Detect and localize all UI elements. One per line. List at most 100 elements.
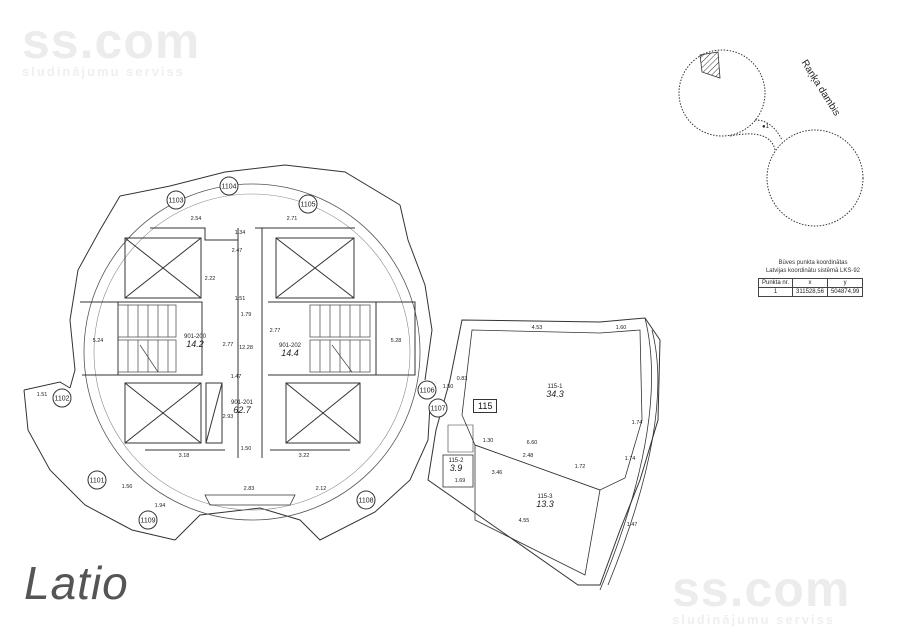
dimension-label: 1.47 (627, 522, 638, 528)
dimension-label: 1.56 (122, 484, 133, 490)
dimension-label: 1.47 (231, 374, 242, 380)
unit-label-1106: 1106 (419, 388, 434, 395)
room-115-2 (442, 454, 474, 488)
room-area: 14.2 (186, 339, 204, 349)
room-code: 115-2 (449, 458, 465, 464)
room-area: 34.3 (546, 389, 564, 399)
elevator-bottom-right (285, 382, 361, 444)
header-x: x (792, 278, 828, 288)
room-code: 901-200 (184, 334, 207, 340)
dimension-label: 1.79 (241, 312, 252, 318)
unit-circle-1105 (298, 194, 318, 214)
dimension-label: 1.30 (483, 438, 494, 444)
dimension-label: 1.34 (235, 230, 246, 236)
ring-wall-inner (93, 193, 411, 511)
unit-circle-1104 (219, 176, 239, 196)
watermark-logo-top-left: ss.com (22, 13, 201, 69)
coordinates-title: Būves punkta koordinātas (778, 260, 848, 266)
cell-point: 1 (757, 287, 794, 297)
dimension-label: 2.77 (223, 342, 234, 348)
room-code: 115-3 (538, 494, 554, 500)
coordinates-header-row: Punkta nr. x y (757, 278, 864, 288)
unit-label-1109: 1109 (140, 518, 155, 525)
unit-label-1105: 1105 (300, 202, 315, 209)
dimension-label: 3.18 (179, 453, 190, 459)
building-hatch (699, 51, 721, 79)
unit-circle-1106 (417, 380, 437, 400)
unit-label-1104: 1104 (221, 184, 236, 191)
dimension-label: 1.51 (235, 296, 246, 302)
ring-wall (83, 183, 421, 521)
dimension-label: 1.69 (455, 478, 466, 484)
room-code: 901-201 (231, 400, 254, 406)
dimension-label: 1.50 (241, 446, 252, 452)
unit-label-1102: 1102 (54, 396, 69, 403)
dimension-label: 2.12 (316, 486, 327, 492)
point-label: ●1 (762, 124, 769, 130)
elevator-top-right (275, 237, 355, 299)
room-right (268, 301, 416, 376)
cell-y: 504874,99 (826, 287, 864, 297)
room-code: 115-1 (548, 384, 564, 390)
room-left (80, 301, 203, 376)
dimension-label: 1.60 (616, 325, 627, 331)
dimension-label: 1.50 (443, 384, 454, 390)
unit-circle-1109 (138, 510, 158, 530)
coordinates-table: Punkta nr. x y 1 311528,56 504874,99 (757, 278, 864, 297)
header-point: Punkta nr. (757, 278, 794, 288)
room-area: 3.9 (450, 463, 463, 473)
unit-circle-1103 (166, 190, 186, 210)
dimension-label: 5.24 (93, 338, 104, 344)
dimension-label: 4.53 (532, 325, 543, 331)
watermark-logo-bottom-right: ss.com (672, 561, 851, 617)
coordinates-subtitle: Latvijas koordinātu sistēmā LKS-92 (765, 268, 861, 274)
room-115-3 (474, 444, 601, 576)
watermark-tagline-top-left: sludinājumu serviss (22, 64, 185, 79)
wing-115-outline (427, 317, 661, 586)
room-area: 62.7 (233, 405, 252, 415)
unit-label-1101: 1101 (89, 478, 104, 485)
dimension-label: 2.47 (232, 248, 243, 254)
dimension-label: 2.48 (523, 453, 534, 459)
unit-label-1107: 1107 (430, 406, 445, 413)
unit-circle-1101 (87, 470, 107, 490)
location-circle-right (766, 129, 864, 227)
room-area: 14.4 (281, 348, 299, 358)
dimension-label: 6.60 (527, 440, 538, 446)
header-y: y (826, 278, 864, 288)
watermark-tagline-bottom-right: sludinājumu serviss (672, 612, 835, 627)
unit-circle-1108 (356, 490, 376, 510)
dimension-label: 2.77 (270, 328, 281, 334)
dimension-label: 2.71 (287, 216, 298, 222)
elevator-top-left (124, 237, 202, 299)
room-115-label-box: 115 (473, 399, 498, 413)
dimension-label: 1.74 (632, 420, 643, 426)
dimension-label: 3.22 (299, 453, 310, 459)
dimension-label: 1.94 (155, 503, 166, 509)
coordinates-row: 1 311528,56 504874,99 (757, 287, 864, 297)
dimension-label: 4.55 (519, 518, 530, 524)
elevator-bottom-left (124, 382, 202, 444)
cell-x: 311528,56 (792, 287, 828, 297)
unit-label-1108: 1108 (358, 498, 373, 505)
location-circle-left (678, 49, 766, 137)
dimension-label: 3.46 (492, 470, 503, 476)
dimension-label: 2.22 (205, 276, 216, 282)
dimension-label: 2.54 (191, 216, 202, 222)
dimension-label: 5.28 (391, 338, 402, 344)
brand-logo: Latio (24, 557, 129, 609)
room-area: 13.3 (536, 499, 554, 509)
dimension-label: 1.72 (575, 464, 586, 470)
outer-wall-bottom-left (23, 389, 176, 541)
dimension-label: 1.51 (37, 392, 48, 398)
unit-circle-1102 (52, 388, 72, 408)
outer-wall-left (69, 195, 121, 389)
dimension-label: 1.74 (625, 456, 636, 462)
dimension-label: 2.83 (244, 486, 255, 492)
outer-wall-top (119, 164, 401, 206)
room-code: 901-202 (279, 343, 302, 349)
dimension-label: 2.93 (223, 414, 234, 420)
unit-circle-1107 (428, 398, 448, 418)
dimension-label: 0.83 (457, 376, 468, 382)
